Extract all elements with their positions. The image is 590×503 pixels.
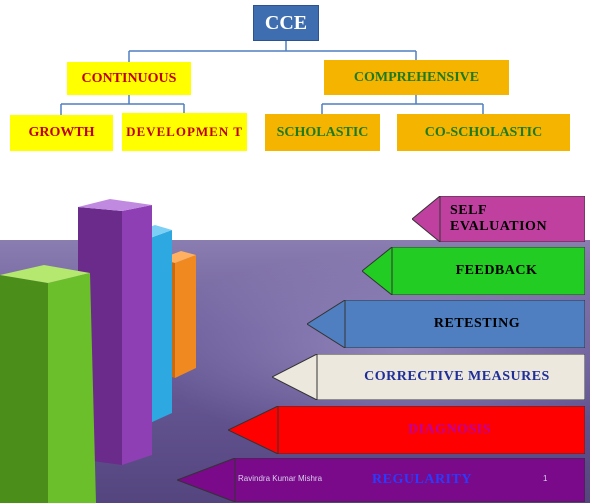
purple-bar-top (78, 199, 152, 211)
footer-page-number: 1 (543, 474, 548, 483)
node-continuous: CONTINUOUS (67, 62, 191, 95)
arrow-item: RETESTING (307, 300, 585, 348)
arrow-shape (272, 354, 585, 400)
arrow-item: FEEDBACK (362, 247, 585, 295)
arrow-body (307, 300, 585, 348)
arrow-label: SELF EVALUATION (450, 203, 548, 234)
arrow-item: DIAGNOSIS (228, 406, 585, 454)
arrow-body (412, 196, 585, 242)
node-cce: CCE (253, 5, 319, 41)
green-bar-top (0, 265, 90, 283)
arrow-body (228, 406, 585, 454)
purple-bar-front (122, 205, 152, 465)
arrow-shape (362, 247, 585, 295)
green-bar-front (48, 273, 96, 503)
arrow-item: REGULARITY (177, 458, 585, 502)
arrow-item: CORRECTIVE MEASURES (272, 354, 585, 400)
arrow-shape (177, 458, 585, 502)
arrow-body (177, 458, 585, 502)
node-growth: GROWTH (10, 115, 113, 151)
node-scholastic: SCHOLASTIC (265, 114, 380, 151)
arrow-label: REGULARITY (372, 472, 472, 487)
arrow-body (272, 354, 585, 400)
node-development: DEVELOPMEN T (122, 113, 247, 151)
node-coscholastic: CO-SCHOLASTIC (397, 114, 570, 151)
arrow-label: RETESTING (433, 316, 521, 331)
arrow-shape (228, 406, 585, 454)
arrow-label: DIAGNOSIS (407, 422, 492, 437)
node-comprehensive: COMPREHENSIVE (324, 60, 509, 95)
orange-bar-front (175, 255, 196, 378)
arrow-shape (412, 196, 585, 242)
green-bar-side (0, 275, 48, 503)
arrow-label: FEEDBACK (455, 263, 538, 278)
footer-author: Ravindra Kumar Mishra (238, 474, 323, 483)
arrow-shape (307, 300, 585, 348)
arrow-label: CORRECTIVE MEASURES (364, 369, 550, 384)
arrow-body (362, 247, 585, 295)
arrow-item: SELF EVALUATION (412, 196, 585, 242)
bar-graphic (0, 199, 196, 503)
blue-bar-front (150, 230, 172, 423)
connector-lines (60, 41, 484, 115)
